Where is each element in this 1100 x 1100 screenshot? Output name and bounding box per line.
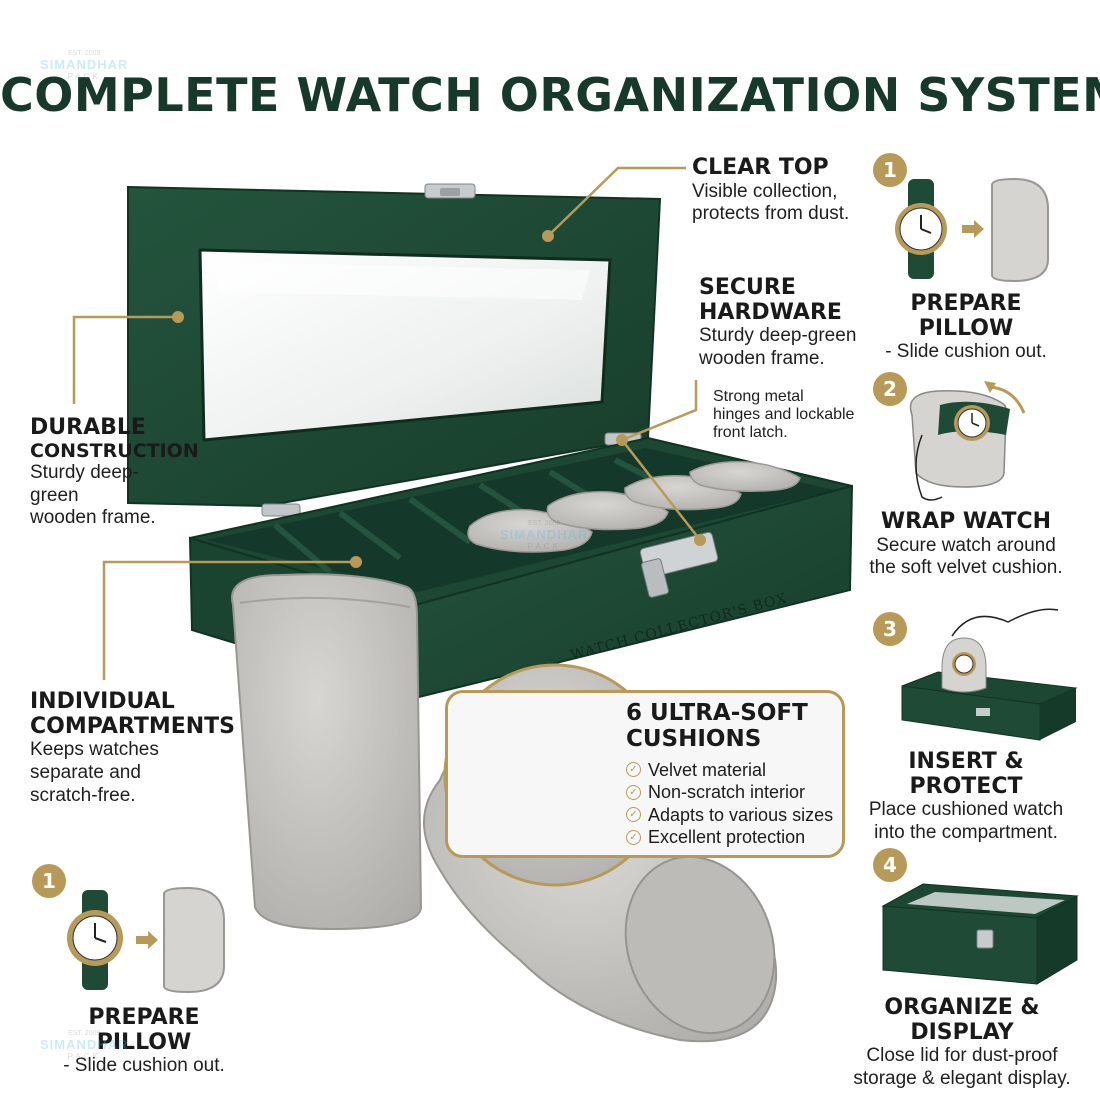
step-title: PREPARE PILLOW xyxy=(88,1005,200,1055)
top-latch xyxy=(424,183,476,199)
step-desc: storage & elegant display. xyxy=(853,1068,1071,1090)
step-number-badge: 1 xyxy=(873,153,907,187)
step-1-illustration xyxy=(895,177,1049,283)
latch-icon xyxy=(976,929,994,949)
callout-title: DURABLE xyxy=(30,415,146,440)
step-desc: the soft velvet cushion. xyxy=(869,557,1063,579)
arrow-right-icon xyxy=(962,220,984,238)
pillow-icon xyxy=(991,177,1049,283)
check-icon: ✓ xyxy=(626,829,641,845)
step-title: WRAP WATCH xyxy=(880,509,1052,534)
callout-desc: Sturdy deep- xyxy=(30,461,139,483)
callout-desc: protects from dust. xyxy=(692,203,850,225)
hand-icon xyxy=(951,608,1059,637)
step-3-illustration xyxy=(901,608,1078,741)
callout-individual: INDIVIDUAL COMPARTMENTS Keeps watches se… xyxy=(30,689,236,808)
box-lid xyxy=(127,185,662,508)
callout-durable: DURABLE CONSTRUCTION Sturdy deep- green … xyxy=(30,415,199,530)
step-number-badge: 3 xyxy=(873,612,907,646)
callout-desc: Visible collection, xyxy=(692,180,838,202)
step-desc: into the compartment. xyxy=(874,822,1058,844)
step-desc: Secure watch around xyxy=(876,534,1056,556)
bottom-step-illustration xyxy=(67,886,225,994)
step-desc: Close lid for dust-proof xyxy=(866,1045,1058,1067)
watch-icon xyxy=(895,179,947,279)
panel-title: CUSHIONS xyxy=(626,725,762,752)
hardware-note: Strong metal hinges and lockable front l… xyxy=(713,388,855,441)
step-number-badge: 4 xyxy=(873,848,907,882)
panel-title: 6 ULTRA-SOFT xyxy=(626,700,808,726)
hinge-left xyxy=(261,503,301,517)
step-1-text: PREPARE PILLOW - Slide cushion out. xyxy=(860,291,1072,364)
check-icon: ✓ xyxy=(626,807,641,823)
feature-item: ✓Non-scratch interior xyxy=(626,781,840,804)
step-2-text: WRAP WATCH Secure watch around the soft … xyxy=(860,509,1072,580)
standing-cushion-left xyxy=(231,573,423,931)
bottom-step-text: PREPARE PILLOW - Slide cushion out. xyxy=(44,1005,244,1078)
step-title: INSERT & PROTECT xyxy=(908,749,1024,799)
callout-title: SECURE xyxy=(699,275,796,300)
cushions-panel: 6 ULTRA-SOFT CUSHIONS ✓Velvet material ✓… xyxy=(445,690,845,858)
callout-desc: wooden frame. xyxy=(699,348,825,370)
step-3-text: INSERT & PROTECT Place cushioned watch i… xyxy=(860,749,1072,845)
callout-secure-hardware: SECURE HARDWARE Sturdy deep-green wooden… xyxy=(699,275,857,371)
callout-desc: separate and xyxy=(30,762,141,784)
inner-cushions xyxy=(467,460,801,553)
step-desc: - Slide cushion out. xyxy=(63,1055,225,1077)
callout-desc: scratch-free. xyxy=(30,784,136,806)
callout-lines xyxy=(72,166,701,680)
cushions-panel-content: 6 ULTRA-SOFT CUSHIONS ✓Velvet material ✓… xyxy=(626,700,840,849)
callout-desc: Keeps watches xyxy=(30,739,159,761)
page-title: COMPLETE WATCH ORGANIZATION SYSTEM xyxy=(0,68,1100,122)
step-desc: - Slide cushion out. xyxy=(885,341,1047,363)
step-4-text: ORGANIZE & DISPLAY Close lid for dust-pr… xyxy=(840,995,1084,1091)
callout-title: CLEAR TOP xyxy=(692,155,829,180)
callout-title: INDIVIDUAL xyxy=(30,689,175,714)
callout-title: COMPARTMENTS xyxy=(30,713,236,739)
callout-title: CONSTRUCTION xyxy=(30,439,199,462)
step-number-badge: 1 xyxy=(32,864,66,898)
hand-icon xyxy=(915,434,943,501)
callout-clear-top: CLEAR TOP Visible collection, protects f… xyxy=(692,155,850,226)
pillow-icon xyxy=(163,886,225,994)
arrow-curve-icon xyxy=(989,385,1026,414)
step-title: PREPARE PILLOW xyxy=(910,291,1022,341)
step-2-illustration xyxy=(909,381,1026,501)
step-title: ORGANIZE & DISPLAY xyxy=(884,995,1040,1045)
feature-item: ✓Velvet material xyxy=(626,759,840,782)
callout-desc: wooden frame. xyxy=(30,507,156,529)
check-icon: ✓ xyxy=(626,784,641,800)
callout-title: HARDWARE xyxy=(699,299,842,325)
step-desc: Place cushioned watch xyxy=(868,799,1064,821)
watch-icon xyxy=(67,890,123,990)
feature-item: ✓Adapts to various sizes xyxy=(626,804,840,827)
callout-desc: Sturdy deep-green xyxy=(699,325,857,347)
step-4-illustration xyxy=(881,883,1079,985)
feature-list: ✓Velvet material ✓Non-scratch interior ✓… xyxy=(626,759,840,849)
callout-desc: green xyxy=(30,484,79,506)
step-number-badge: 2 xyxy=(873,372,907,406)
feature-item: ✓Excellent protection xyxy=(626,826,840,849)
arrow-right-icon xyxy=(136,931,158,949)
check-icon: ✓ xyxy=(626,762,641,778)
